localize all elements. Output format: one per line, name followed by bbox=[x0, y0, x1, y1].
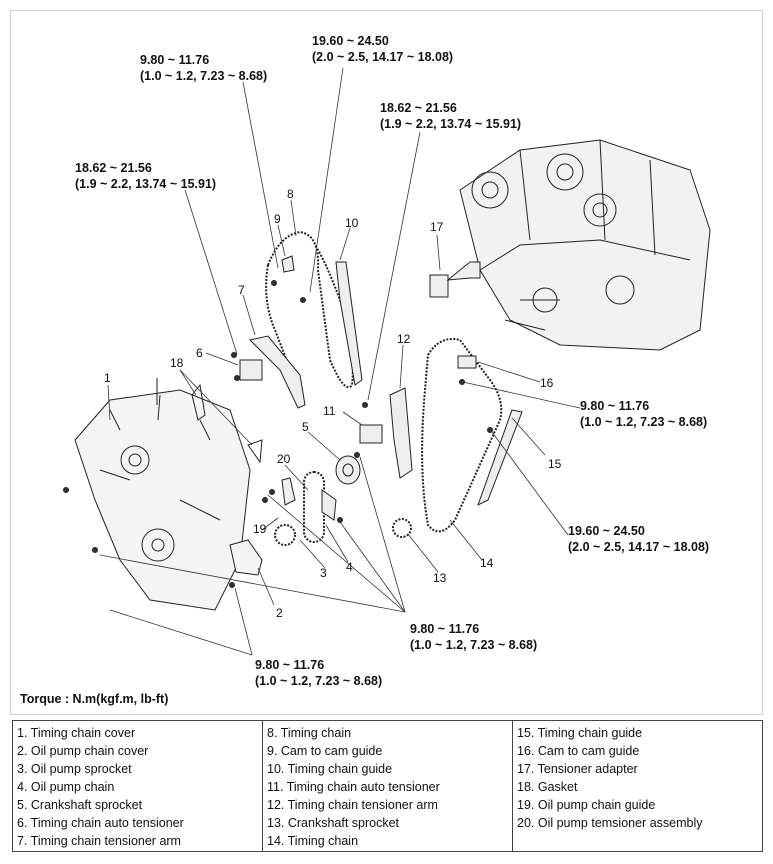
callout-15: 15 bbox=[548, 457, 562, 471]
torque-spec-5: 9.80 ~ 11.76(1.0 ~ 1.2, 7.23 ~ 8.68) bbox=[580, 399, 708, 429]
legend-column-2: 8. Timing chain 9. Cam to cam guide 10. … bbox=[262, 720, 513, 852]
callout-19: 19 bbox=[253, 522, 267, 536]
oil-pump-chain-cover bbox=[229, 539, 263, 576]
callout-8: 8 bbox=[287, 187, 294, 201]
torque-spec-1: 9.80 ~ 11.76(1.0 ~ 1.2, 7.23 ~ 8.68) bbox=[140, 53, 268, 83]
timing-chain-guide-left bbox=[335, 261, 363, 386]
callout-7: 7 bbox=[238, 283, 245, 297]
crankshaft-sprocket-rear bbox=[392, 518, 412, 538]
crankshaft-sprocket-front bbox=[335, 455, 361, 485]
tensioner-arm-left bbox=[249, 335, 306, 409]
diagram-frame bbox=[10, 10, 763, 715]
legend-item: 18. Gasket bbox=[517, 780, 578, 794]
legend-item: 2. Oil pump chain cover bbox=[17, 744, 149, 758]
oil-pump-sprocket bbox=[274, 524, 296, 546]
oil-pump-tensioner bbox=[321, 489, 337, 521]
callout-5: 5 bbox=[302, 420, 309, 434]
legend-item: 16. Cam to cam guide bbox=[517, 744, 640, 758]
parts-legend-table: 1. Timing chain cover 2. Oil pump chain … bbox=[12, 720, 763, 852]
callout-12: 12 bbox=[397, 332, 411, 346]
cam-to-cam-guide-right bbox=[457, 355, 477, 369]
tensioner-adapter bbox=[429, 261, 481, 298]
legend-item: 12. Timing chain tensioner arm bbox=[267, 798, 438, 812]
timing-chain-cover bbox=[74, 378, 251, 611]
callout-17: 17 bbox=[430, 220, 444, 234]
callout-14: 14 bbox=[480, 556, 494, 570]
callout-16: 16 bbox=[540, 376, 554, 390]
torque-spec-4: 18.62 ~ 21.56(1.9 ~ 2.2, 13.74 ~ 15.91) bbox=[75, 161, 217, 191]
legend-item: 7. Timing chain tensioner arm bbox=[17, 834, 181, 848]
tensioner-arm-right bbox=[389, 387, 413, 479]
callout-2: 2 bbox=[276, 606, 283, 620]
legend-item: 14. Timing chain bbox=[267, 834, 359, 848]
legend-item: 11. Timing chain auto tensioner bbox=[267, 780, 440, 794]
legend-item: 4. Oil pump chain bbox=[17, 780, 115, 794]
torque-unit-label: Torque : N.m(kgf.m, lb-ft) bbox=[20, 692, 169, 706]
callout-6: 6 bbox=[196, 346, 203, 360]
callout-10: 10 bbox=[345, 216, 359, 230]
torque-spec-6: 19.60 ~ 24.50(2.0 ~ 2.5, 14.17 ~ 18.08) bbox=[568, 524, 710, 554]
legend-item: 3. Oil pump sprocket bbox=[17, 762, 132, 776]
legend-item: 10. Timing chain guide bbox=[267, 762, 393, 776]
gasket-lower bbox=[247, 439, 263, 464]
legend-item: 9. Cam to cam guide bbox=[267, 744, 383, 758]
oil-pump-chain-guide bbox=[281, 477, 296, 506]
timing-chain-guide-right bbox=[477, 409, 523, 507]
oil-pump-chain bbox=[303, 471, 325, 543]
torque-spec-8: 9.80 ~ 11.76(1.0 ~ 1.2, 7.23 ~ 8.68) bbox=[255, 658, 383, 688]
legend-item: 15. Timing chain guide bbox=[517, 726, 643, 740]
engine-block bbox=[459, 139, 711, 351]
legend-column-1: 1. Timing chain cover 2. Oil pump chain … bbox=[12, 720, 263, 852]
callout-1: 1 bbox=[104, 371, 111, 385]
torque-spec-7: 9.80 ~ 11.76(1.0 ~ 1.2, 7.23 ~ 8.68) bbox=[410, 622, 538, 652]
auto-tensioner-right bbox=[359, 424, 383, 444]
torque-spec-2: 19.60 ~ 24.50(2.0 ~ 2.5, 14.17 ~ 18.08) bbox=[312, 34, 454, 64]
callout-4: 4 bbox=[346, 560, 353, 574]
legend-item: 19. Oil pump chain guide bbox=[517, 798, 656, 812]
timing-chain-right bbox=[421, 338, 503, 533]
legend-item: 6. Timing chain auto tensioner bbox=[17, 816, 184, 830]
callout-11: 11 bbox=[323, 404, 336, 418]
legend-item: 17. Tensioner adapter bbox=[517, 762, 638, 776]
legend-item: 20. Oil pump temsioner assembly bbox=[517, 816, 703, 830]
timing-chain-left bbox=[265, 230, 354, 396]
legend-column-3: 15. Timing chain guide 16. Cam to cam gu… bbox=[512, 720, 763, 852]
callout-3: 3 bbox=[320, 566, 327, 580]
cam-to-cam-guide-left bbox=[281, 255, 295, 273]
legend-item: 5. Crankshaft sprocket bbox=[17, 798, 143, 812]
callout-20: 20 bbox=[277, 452, 291, 466]
callout-9: 9 bbox=[274, 212, 281, 226]
legend-item: 1. Timing chain cover bbox=[17, 726, 136, 740]
callout-13: 13 bbox=[433, 571, 447, 585]
callout-18: 18 bbox=[170, 356, 184, 370]
legend-item: 13. Crankshaft sprocket bbox=[267, 816, 400, 830]
auto-tensioner-left bbox=[239, 359, 263, 381]
torque-spec-3: 18.62 ~ 21.56(1.9 ~ 2.2, 13.74 ~ 15.91) bbox=[380, 101, 522, 131]
legend-item: 8. Timing chain bbox=[267, 726, 352, 740]
